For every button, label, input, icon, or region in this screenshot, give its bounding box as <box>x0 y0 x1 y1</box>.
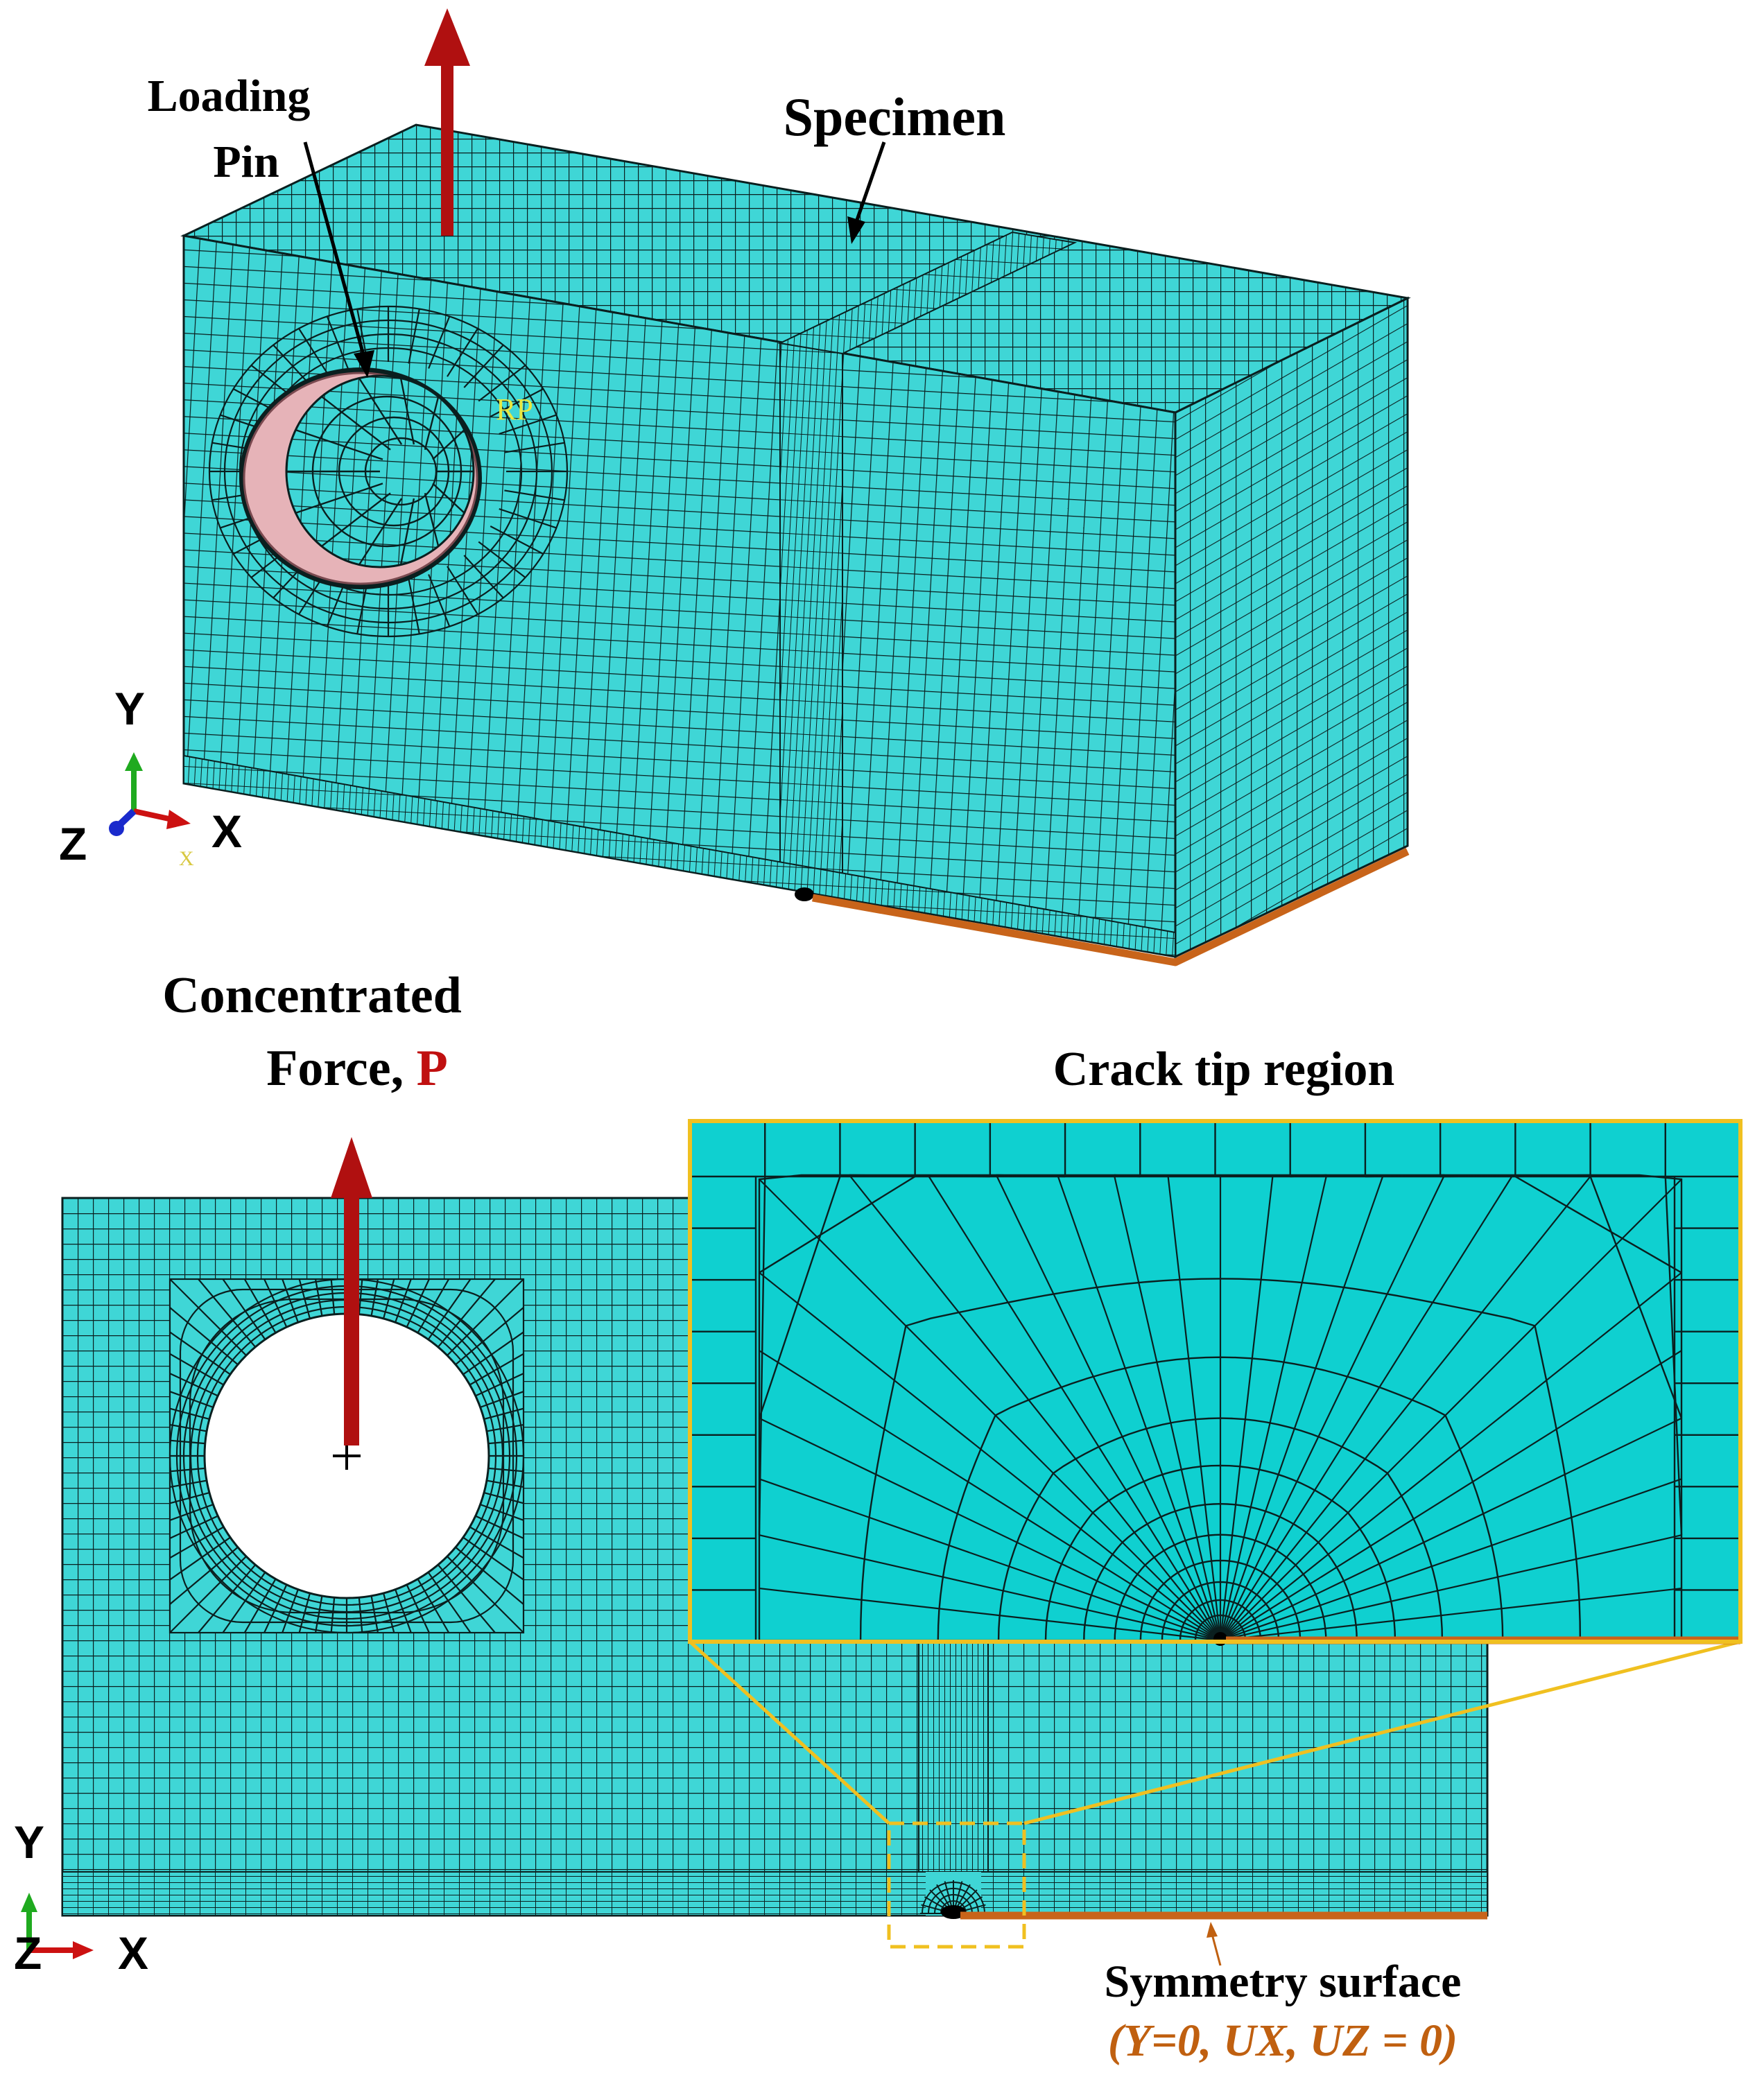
symmetry-surface-label: Symmetry surface <box>1105 1956 1462 2007</box>
refined-band-top <box>777 231 1078 355</box>
crack-tip-inset <box>688 1119 1743 1825</box>
triad3d-small-x: X <box>179 847 194 870</box>
triad2d-z-label: Z <box>14 1927 42 1979</box>
force-arrow-3d <box>424 8 470 236</box>
reference-point-2d <box>333 1442 361 1470</box>
specimen-3d-view: RP Loading Pin Specimen <box>148 8 1411 966</box>
concentrated-force-label-line2: Force, P <box>266 1040 448 1097</box>
axis-triad-2d: Y Z X <box>14 1816 148 1979</box>
inset-radial-mesh <box>690 1121 1740 1646</box>
symmetry-condition-label: (Y=0, UX, UZ = 0) <box>1108 2015 1458 2066</box>
loading-pin <box>239 367 482 589</box>
crack-tip-region-label: Crack tip region <box>1053 1043 1395 1096</box>
loading-pin-label-line1: Loading <box>148 71 311 121</box>
triad2d-x-arrow <box>73 1941 94 1959</box>
triad3d-x-arrow <box>166 810 191 829</box>
rp-label: RP <box>496 392 533 426</box>
crack-tip-2d <box>941 1905 966 1919</box>
specimen-label: Specimen <box>784 87 1006 147</box>
symmetry-edge-3d <box>812 848 1410 966</box>
bottom-fine-strip-2d <box>62 1871 1488 1916</box>
triad2d-y-arrow <box>21 1893 37 1912</box>
loading-pin-label-line2: Pin <box>213 137 279 187</box>
triad3d-y-label: Y <box>114 683 145 734</box>
inset-frame <box>688 1119 1743 1644</box>
triad3d-z-label: Z <box>59 818 87 869</box>
triad3d-z-arrow <box>109 821 124 836</box>
axis-triad-3d: Y Z X X <box>59 683 242 870</box>
loading-pin-leader <box>303 141 374 378</box>
force-symbol-p: P <box>417 1040 448 1097</box>
bottom-fine-strip <box>183 754 1176 958</box>
specimen-leader <box>847 141 886 244</box>
zoom-box <box>887 1821 1026 1949</box>
concentrated-force-label-line1: Concentrated <box>162 967 462 1024</box>
triad2d-y-label: Y <box>14 1816 44 1868</box>
crack-tip-3d <box>795 887 814 901</box>
specimen-side-face <box>1174 296 1409 959</box>
symmetry-leader <box>1207 1922 1222 1966</box>
zoom-connector-left <box>689 1640 890 1825</box>
force-arrow-2d <box>331 1137 372 1445</box>
refined-crack-band <box>779 342 843 896</box>
triad3d-y-arrow <box>125 752 143 771</box>
triad2d-x-label: X <box>118 1927 148 1979</box>
triad3d-x-label: X <box>211 806 242 857</box>
zoom-connector-right <box>1023 1640 1741 1825</box>
